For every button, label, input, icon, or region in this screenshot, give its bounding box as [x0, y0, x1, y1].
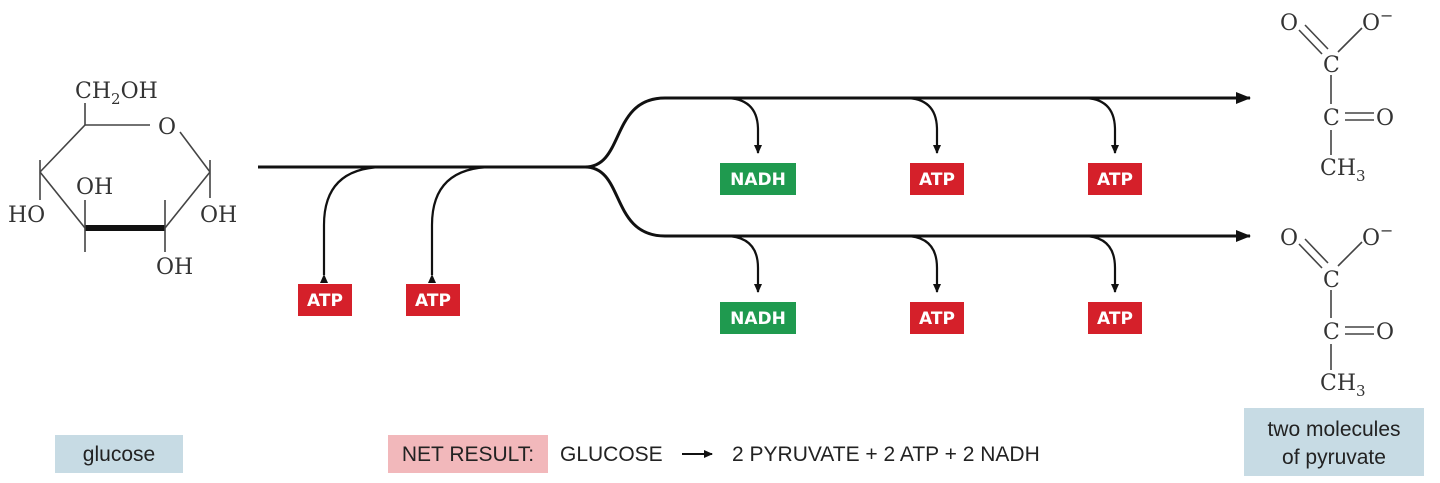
atp-label: ATP — [919, 309, 955, 329]
atp-label: ATP — [307, 291, 343, 311]
atp-label: ATP — [919, 170, 955, 190]
pyruvate-caption-line2: of pyruvate — [1282, 446, 1386, 469]
caption-bg — [1244, 408, 1424, 476]
top-branch-arrow — [584, 92, 1251, 169]
net-result-label: NET RESULT: — [402, 443, 534, 466]
atp-label: ATP — [1097, 170, 1133, 190]
nadh-output-arrow-bottom — [724, 234, 762, 293]
oxygen-anion-label: O− — [1362, 6, 1393, 36]
ketone-oxygen-label: O — [1376, 106, 1394, 131]
pyruvate-structure-bottom: O O− C C O CH3 — [1280, 221, 1394, 400]
single-bond — [1337, 27, 1363, 53]
net-result-equation: NET RESULT: GLUCOSE 2 PYRUVATE + 2 ATP +… — [388, 435, 1040, 473]
atp-box-bg — [298, 284, 352, 316]
nadh-output-box: NADH — [720, 163, 796, 195]
atp-label: ATP — [1097, 309, 1133, 329]
atp-input-arrow-2 — [428, 165, 494, 283]
nadh-label: NADH — [730, 170, 786, 190]
single-bond — [1337, 241, 1363, 267]
double-bond — [1298, 29, 1323, 55]
ring-bond — [39, 171, 86, 229]
pyruvate-caption: two molecules of pyruvate — [1244, 408, 1424, 476]
atp-output-box: ATP — [1088, 163, 1142, 195]
ch2oh-label: CH2OH — [75, 79, 158, 108]
ring-bond — [39, 124, 86, 173]
nadh-box-bg — [720, 163, 796, 195]
glycolysis-pathway — [258, 92, 1251, 293]
atp-box-bg — [406, 284, 460, 316]
carbon-label: C — [1323, 106, 1340, 131]
ring-oxygen-label: O — [158, 115, 176, 140]
nadh-output-arrow-top — [724, 96, 762, 154]
atp-input-arrow-1 — [320, 165, 386, 283]
net-result-products: 2 PYRUVATE + 2 ATP + 2 NADH — [732, 443, 1040, 466]
atp-output-box: ATP — [910, 302, 964, 334]
double-bond — [1304, 238, 1329, 264]
atp-output-arrow-bottom-1 — [904, 234, 941, 293]
oxygen-label: O — [1280, 11, 1298, 36]
carbon-label: C — [1323, 320, 1340, 345]
atp-box-bg — [910, 302, 964, 334]
pyruvate-structure-top: O O− C C O CH3 — [1280, 6, 1394, 185]
atp-output-arrow-bottom-2 — [1082, 234, 1119, 293]
oh-label-top: OH — [76, 175, 113, 200]
atp-output-box: ATP — [910, 163, 964, 195]
glucose-structure: CH2OH O OH OH OH HO — [8, 79, 237, 280]
pyruvate-caption-line1: two molecules — [1267, 418, 1400, 441]
double-bond — [1304, 24, 1329, 50]
ring-bond — [179, 131, 211, 173]
bottom-branch-arrow — [584, 165, 1251, 242]
oxygen-label: O — [1280, 226, 1298, 251]
carbon-label: C — [1323, 268, 1340, 293]
ketone-oxygen-label: O — [1376, 320, 1394, 345]
atp-output-box: ATP — [1088, 302, 1142, 334]
atp-label: ATP — [415, 291, 451, 311]
net-result-reactant: GLUCOSE — [560, 443, 663, 466]
glucose-caption: glucose — [55, 435, 183, 473]
atp-output-arrow-top-1 — [904, 96, 941, 154]
ring-bond — [164, 171, 211, 229]
net-result-label-bg — [388, 435, 548, 473]
atp-output-arrow-top-2 — [1082, 96, 1119, 154]
nadh-output-box: NADH — [720, 302, 796, 334]
nadh-box-bg — [720, 302, 796, 334]
oh-label-right: OH — [200, 203, 237, 228]
atp-input-box: ATP — [406, 284, 460, 316]
atp-input-box: ATP — [298, 284, 352, 316]
double-bond — [1298, 243, 1323, 269]
methyl-label: CH3 — [1320, 156, 1366, 185]
carbon-label: C — [1323, 53, 1340, 78]
caption-bg — [55, 435, 183, 473]
ho-label-left: HO — [8, 203, 45, 228]
oxygen-anion-label: O− — [1362, 221, 1393, 251]
atp-box-bg — [1088, 302, 1142, 334]
methyl-label: CH3 — [1320, 371, 1366, 400]
oh-label-bottom: OH — [156, 255, 193, 280]
atp-box-bg — [910, 163, 964, 195]
atp-box-bg — [1088, 163, 1142, 195]
glucose-caption-label: glucose — [83, 443, 155, 466]
nadh-label: NADH — [730, 309, 786, 329]
